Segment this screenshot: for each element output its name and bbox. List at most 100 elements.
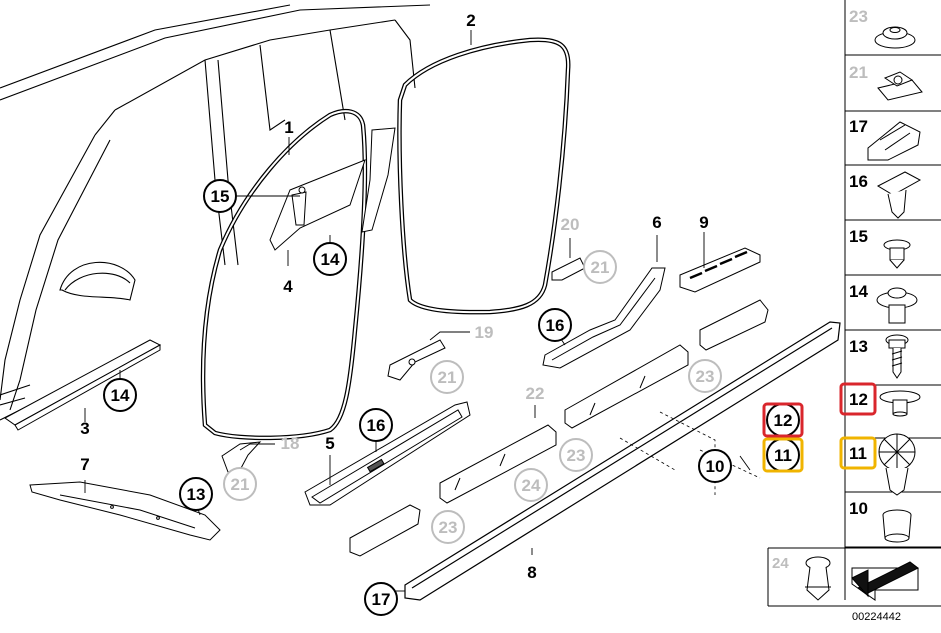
b-pillar-trim bbox=[269, 127, 396, 251]
callout-21: 21 bbox=[223, 467, 257, 501]
callout-3: 3 bbox=[80, 419, 89, 438]
callout-layer: 1234567891013141415161617181920212121222… bbox=[80, 11, 804, 616]
callout-14: 14 bbox=[313, 242, 347, 276]
legend-number-14: 14 bbox=[849, 282, 868, 301]
grommet-icon bbox=[874, 26, 916, 49]
callout-9: 9 bbox=[699, 213, 708, 232]
legend-number-10: 10 bbox=[849, 499, 868, 518]
spreader-rivet-icon bbox=[878, 433, 916, 496]
callout-24: 24 bbox=[514, 468, 548, 502]
legend-icons bbox=[805, 26, 923, 601]
plastic-rivet-icon bbox=[876, 287, 918, 324]
legend-number-15: 15 bbox=[849, 227, 868, 246]
door-seal-front bbox=[200, 108, 368, 441]
callout-number: 7 bbox=[80, 455, 89, 474]
callout-number: 21 bbox=[438, 368, 457, 387]
callout-16: 16 bbox=[538, 308, 572, 342]
legend-number-23: 23 bbox=[849, 7, 868, 26]
callout-number: 13 bbox=[187, 485, 206, 504]
callout-number: 6 bbox=[652, 213, 661, 232]
entrance-trim-6 bbox=[542, 267, 666, 369]
clip-strip-9 bbox=[679, 247, 761, 293]
rail-brackets bbox=[349, 299, 769, 557]
callout-number: 21 bbox=[231, 475, 250, 494]
door-seal-rear bbox=[397, 37, 571, 315]
callout-number: 21 bbox=[591, 258, 610, 277]
callout-number: 18 bbox=[281, 434, 300, 453]
entrance-trim-5 bbox=[304, 401, 471, 506]
highlight-box bbox=[762, 402, 804, 438]
callout-23: 23 bbox=[559, 438, 593, 472]
legend-number-13: 13 bbox=[849, 337, 868, 356]
callout-15: 15 bbox=[203, 179, 237, 213]
callout-19: 19 bbox=[475, 323, 494, 342]
callout-number: 1 bbox=[284, 118, 293, 137]
side-skirt-8 bbox=[404, 321, 841, 601]
legend-highlight-box bbox=[839, 436, 877, 470]
push-clip-icon bbox=[876, 171, 922, 219]
callout-23: 23 bbox=[688, 359, 722, 393]
grommet-sleeve-icon bbox=[882, 509, 912, 543]
doc-number: 00224442 bbox=[852, 611, 901, 623]
callout-number: 19 bbox=[475, 323, 494, 342]
callout-number: 8 bbox=[527, 563, 536, 582]
callout-number: 17 bbox=[372, 590, 391, 609]
callout-13: 13 bbox=[179, 477, 213, 511]
legend-number-16: 16 bbox=[849, 172, 868, 191]
callout-8: 8 bbox=[527, 563, 536, 582]
screw-icon bbox=[885, 334, 909, 379]
highlight-callout-11: 11 bbox=[762, 437, 804, 473]
clip-nut-icon bbox=[877, 71, 923, 101]
callout-number: 20 bbox=[561, 215, 580, 234]
callout-1: 1 bbox=[284, 118, 293, 137]
callout-number: 12 bbox=[774, 411, 793, 430]
highlight-callout-12: 12 bbox=[762, 402, 804, 438]
sill-cover-7 bbox=[29, 481, 221, 541]
callout-number: 5 bbox=[325, 434, 334, 453]
legend-number-12: 12 bbox=[849, 390, 868, 409]
legend-highlight-box bbox=[839, 382, 877, 416]
callout-23: 23 bbox=[431, 510, 465, 544]
expansion-rivet-icon bbox=[883, 239, 911, 269]
legend-number-24: 24 bbox=[772, 555, 789, 572]
callout-number: 4 bbox=[283, 277, 293, 296]
callout-number: 10 bbox=[706, 457, 725, 476]
callout-number: 2 bbox=[466, 11, 475, 30]
callout-number: 16 bbox=[367, 416, 386, 435]
trim-clip-icon bbox=[805, 556, 831, 601]
callout-number: 14 bbox=[111, 386, 130, 405]
callout-17: 17 bbox=[364, 582, 398, 616]
clip-holder-icon bbox=[867, 121, 921, 161]
legend-number-17: 17 bbox=[849, 117, 868, 136]
callout-number: 16 bbox=[546, 316, 565, 335]
legend-number-21: 21 bbox=[849, 63, 868, 82]
callout-21: 21 bbox=[583, 250, 617, 284]
sill-strip-left bbox=[4, 339, 162, 431]
legend-number-11: 11 bbox=[849, 444, 867, 463]
callout-number: 14 bbox=[321, 250, 340, 269]
callout-18: 18 bbox=[281, 434, 300, 453]
callout-21: 21 bbox=[430, 360, 464, 394]
callout-number: 23 bbox=[567, 446, 586, 465]
callout-6: 6 bbox=[652, 213, 661, 232]
callout-number: 9 bbox=[699, 213, 708, 232]
callout-7: 7 bbox=[80, 455, 89, 474]
spreader-pin-icon bbox=[879, 390, 921, 417]
callout-number: 23 bbox=[439, 518, 458, 537]
callout-10: 10 bbox=[698, 449, 732, 483]
callout-number: 24 bbox=[522, 476, 541, 495]
parts-legend: 23 21 17 16 15 14 13 12 11 10 24 bbox=[767, 0, 941, 607]
small-brackets bbox=[221, 257, 586, 473]
callout-5: 5 bbox=[325, 434, 334, 453]
direction-arrow-icon bbox=[851, 561, 919, 601]
callout-number: 11 bbox=[774, 446, 792, 465]
leader-lines bbox=[84, 30, 751, 592]
callout-16: 16 bbox=[359, 408, 393, 442]
callout-4: 4 bbox=[283, 277, 293, 296]
callout-22: 22 bbox=[526, 384, 545, 403]
callout-14: 14 bbox=[103, 378, 137, 412]
callout-2: 2 bbox=[466, 11, 475, 30]
callout-20: 20 bbox=[561, 215, 580, 234]
highlight-box bbox=[762, 437, 804, 473]
